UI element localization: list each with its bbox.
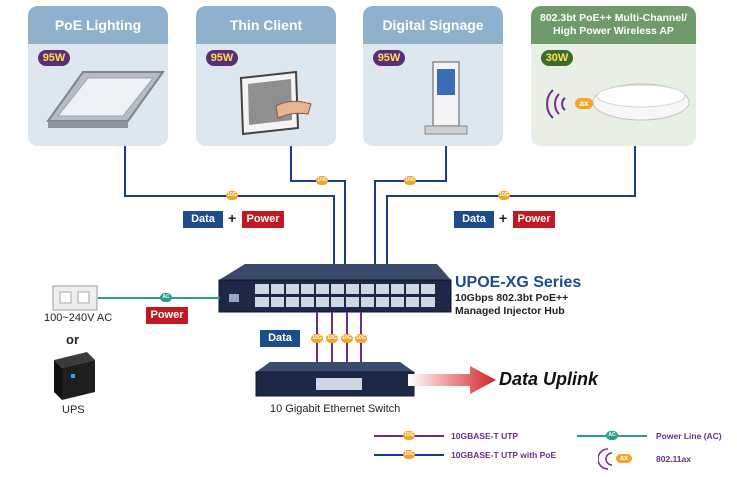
- product-line1: 10Gbps 802.3bt PoE++: [455, 292, 569, 304]
- card-title: Digital Signage: [363, 6, 503, 44]
- link-tag: 10G: [316, 176, 328, 185]
- plus-sign: +: [499, 210, 508, 226]
- data-uplink-label: Data Uplink: [499, 369, 599, 389]
- legend-wifi: 802.11ax: [656, 454, 691, 464]
- data-label: Data: [260, 330, 300, 347]
- digital-signage-icon: [424, 61, 468, 135]
- switch-label: 10 Gigabit Ethernet Switch: [270, 403, 401, 415]
- legend-ac-tag: AC: [606, 431, 618, 440]
- wifi-icon: [598, 448, 613, 470]
- watt-badge: 95W: [206, 50, 238, 66]
- legend-utp-poe: 10GBASE-T UTP with PoE: [451, 450, 557, 460]
- power-label: Power: [513, 211, 555, 228]
- link-tag: 10G: [404, 176, 416, 185]
- power-label: Power: [242, 211, 284, 228]
- product-series: UPOE-XG Series: [455, 274, 582, 291]
- ups-label: UPS: [62, 404, 85, 416]
- ac-tag: AC: [160, 293, 172, 302]
- legend-utp: 10GBASE-T UTP: [451, 431, 519, 441]
- data-label: Data: [454, 211, 494, 228]
- ax-badge: ax: [575, 98, 593, 109]
- watt-badge: 30W: [541, 50, 573, 66]
- card-title: Thin Client: [196, 6, 336, 44]
- uplink-arrow-icon: [408, 366, 496, 394]
- thin-client-icon: [239, 70, 312, 136]
- ac-voltage-label: 100~240V AC: [44, 312, 113, 324]
- poe-light-icon: [46, 71, 165, 128]
- card-thin-client: Thin Client 95W: [196, 6, 336, 146]
- wireless-ap-icon: [546, 83, 690, 121]
- card-title: 802.3bt PoE++ Multi-Channel/ High Power …: [531, 6, 696, 44]
- ethernet-switch-icon: [255, 362, 415, 397]
- or-label: or: [66, 332, 79, 347]
- card-wireless-ap: 802.3bt PoE++ Multi-Channel/ High Power …: [531, 6, 696, 146]
- link-tag: 10G: [355, 334, 367, 343]
- plus-sign: +: [228, 210, 237, 226]
- legend-tag: 10G: [403, 450, 415, 459]
- data-label: Data: [183, 211, 223, 228]
- power-label: Power: [146, 307, 188, 324]
- link-tag: 10G: [311, 334, 323, 343]
- product-line2: Managed Injector Hub: [455, 305, 565, 317]
- legend-ax-badge: ax: [616, 454, 632, 463]
- watt-badge: 95W: [373, 50, 405, 66]
- card-poe-lighting: PoE Lighting 95W: [28, 6, 168, 146]
- card-digital-signage: Digital Signage 95W: [363, 6, 503, 146]
- legend-tag: 10G: [403, 431, 415, 440]
- link-tag: 10G: [341, 334, 353, 343]
- link-tag: 10G: [326, 334, 338, 343]
- card-title: PoE Lighting: [28, 6, 168, 44]
- ups-icon: [54, 352, 95, 400]
- watt-badge: 95W: [38, 50, 70, 66]
- injector-hub-icon: [218, 264, 452, 313]
- link-tag: 10G: [498, 191, 510, 200]
- wall-outlet-icon: [52, 285, 98, 311]
- link-tag: 10G: [226, 191, 238, 200]
- legend-power-line: Power Line (AC): [656, 431, 722, 441]
